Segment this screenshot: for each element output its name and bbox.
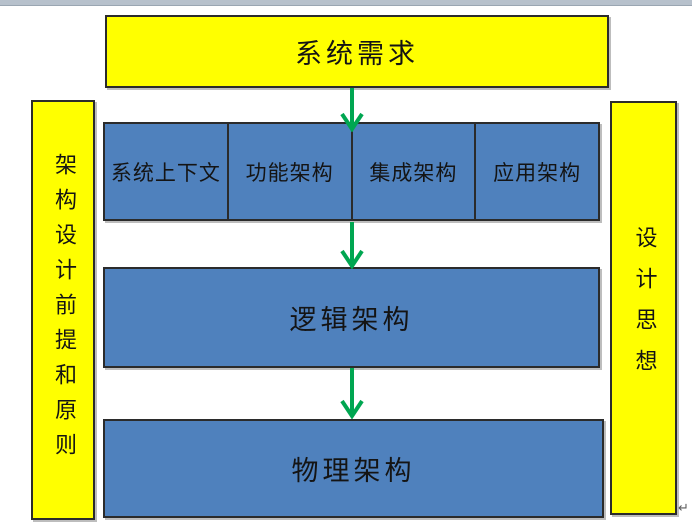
architecture-premise-label: 架构设计前提和原则 — [51, 152, 76, 468]
design-thinking-label: 设计思想 — [631, 226, 657, 390]
logical-architecture-box: 逻辑架构 — [103, 267, 600, 368]
design-thinking-bar: 设计思想 — [610, 101, 677, 515]
logical-architecture-label: 逻辑架构 — [289, 305, 414, 336]
paragraph-return-icon: ↵ — [678, 501, 689, 516]
integration-architecture-cell: 集成架构 — [352, 124, 477, 219]
application-architecture-label: 应用架构 — [493, 160, 582, 185]
functional-architecture-cell: 功能架构 — [228, 124, 353, 219]
physical-architecture-label: 物理架构 — [291, 456, 416, 487]
top-border-strip — [0, 0, 692, 6]
integration-architecture-label: 集成架构 — [369, 160, 458, 185]
arrow-down-icon — [338, 222, 366, 269]
architecture-views-row: 系统上下文 功能架构 集成架构 应用架构 — [103, 122, 600, 221]
system-context-label: 系统上下文 — [110, 160, 221, 185]
system-requirements-label: 系统需求 — [295, 39, 419, 70]
application-architecture-cell: 应用架构 — [476, 124, 598, 219]
architecture-premise-bar: 架构设计前提和原则 — [31, 100, 95, 520]
arrow-down-icon — [338, 368, 366, 419]
system-requirements-box: 系统需求 — [105, 15, 609, 88]
arrow-down-icon — [338, 88, 366, 132]
system-context-cell: 系统上下文 — [105, 124, 229, 219]
physical-architecture-box: 物理架构 — [103, 419, 604, 518]
functional-architecture-label: 功能架构 — [245, 160, 334, 185]
